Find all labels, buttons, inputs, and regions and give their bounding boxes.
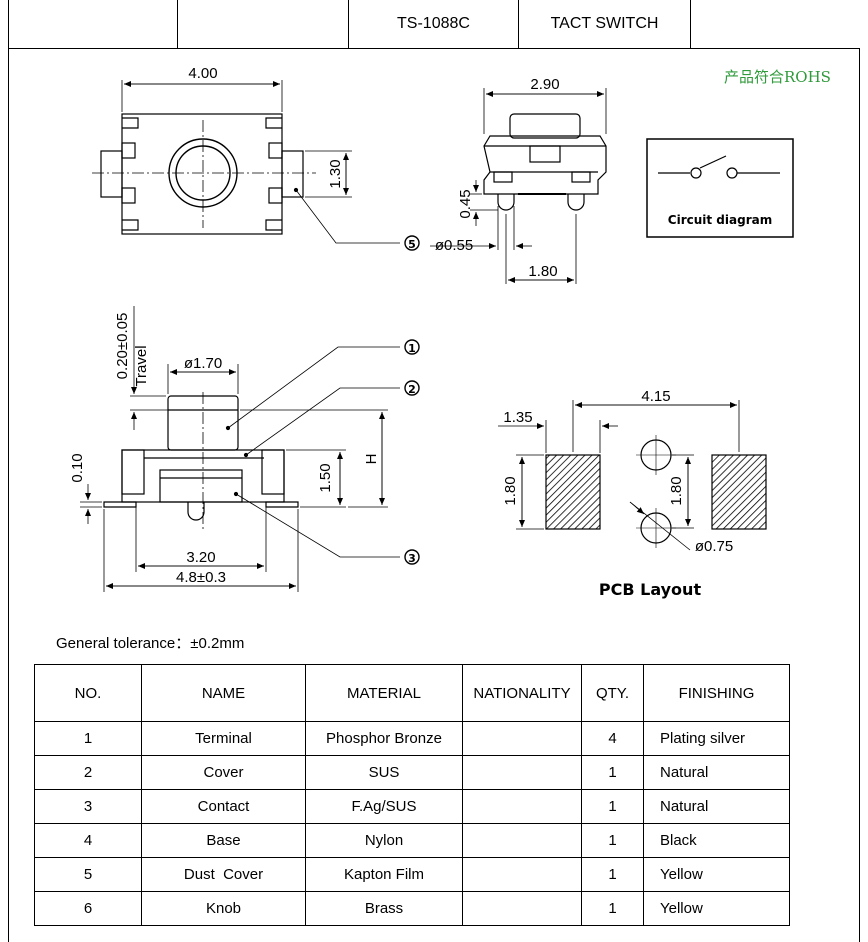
dim-pcb-dia: ø0.75 bbox=[695, 538, 733, 555]
col-qty: QTY. bbox=[581, 664, 644, 722]
callout-2: 2 bbox=[404, 380, 420, 396]
cell-nationality bbox=[462, 721, 582, 756]
cell-finishing: Natural bbox=[643, 755, 790, 790]
dim-side-045: 0.45 bbox=[457, 189, 474, 218]
top-view bbox=[92, 80, 400, 244]
dim-side-dia: ø0.55 bbox=[435, 237, 473, 254]
dim-side-width: 2.90 bbox=[530, 76, 559, 93]
pcb-layout-label: PCB Layout bbox=[599, 580, 702, 599]
cell-no: 5 bbox=[34, 857, 142, 892]
circuit-diagram-label: Circuit diagram bbox=[668, 213, 772, 227]
cell-name: Cover bbox=[141, 755, 306, 790]
table-row: 1 Terminal Phosphor Bronze 4 Plating sil… bbox=[34, 721, 790, 756]
cell-no: 6 bbox=[34, 891, 142, 926]
cell-nationality bbox=[462, 823, 582, 858]
general-tolerance: General tolerance：±0.2mm bbox=[56, 635, 245, 652]
col-name: NAME bbox=[141, 664, 306, 722]
cell-material: Kapton Film bbox=[305, 857, 463, 892]
frame-border-left bbox=[8, 49, 9, 942]
callout-3: 3 bbox=[404, 549, 420, 565]
cell-no: 2 bbox=[34, 755, 142, 790]
dim-front-010: 0.10 bbox=[69, 453, 86, 482]
svg-text:1: 1 bbox=[408, 342, 416, 355]
dim-pcb-180-left: 1.80 bbox=[502, 476, 519, 505]
cell-material: Nylon bbox=[305, 823, 463, 858]
callout-5: 5 bbox=[404, 235, 420, 251]
dim-travel: 0.20±0.05 bbox=[114, 313, 131, 380]
cell-no: 1 bbox=[34, 721, 142, 756]
dim-side-pitch: 1.80 bbox=[528, 263, 557, 280]
cell-name: Contact bbox=[141, 789, 306, 824]
table-row: 5 Dust Cover Kapton Film 1 Yellow bbox=[34, 857, 790, 892]
title-cell-1 bbox=[9, 0, 178, 48]
svg-text:5: 5 bbox=[408, 238, 416, 251]
cell-material: SUS bbox=[305, 755, 463, 790]
table-row: 2 Cover SUS 1 Natural bbox=[34, 755, 790, 790]
cell-finishing: Black bbox=[643, 823, 790, 858]
cell-qty: 1 bbox=[581, 823, 644, 858]
dim-front-48: 4.8±0.3 bbox=[176, 569, 226, 586]
bom-table: NO. NAME MATERIAL NATIONALITY QTY. FINIS… bbox=[34, 664, 790, 926]
cell-finishing: Natural bbox=[643, 789, 790, 824]
cell-name: Knob bbox=[141, 891, 306, 926]
dim-front-320: 3.20 bbox=[186, 549, 215, 566]
dim-front-h: H bbox=[363, 454, 380, 465]
dim-pcb-180-right: 1.80 bbox=[668, 476, 685, 505]
svg-text:3: 3 bbox=[408, 552, 416, 565]
cell-no: 3 bbox=[34, 789, 142, 824]
cell-name: Base bbox=[141, 823, 306, 858]
cell-finishing: Yellow bbox=[643, 857, 790, 892]
cell-qty: 1 bbox=[581, 857, 644, 892]
title-block: TS-1088C TACT SWITCH bbox=[8, 0, 860, 49]
dim-top-height: 1.30 bbox=[327, 159, 344, 188]
cell-nationality bbox=[462, 789, 582, 824]
cell-nationality bbox=[462, 857, 582, 892]
rohs-note: 产品符合ROHS bbox=[724, 68, 831, 86]
side-view bbox=[430, 88, 607, 284]
part-number: TS-1088C bbox=[349, 0, 519, 48]
cell-qty: 4 bbox=[581, 721, 644, 756]
col-no: NO. bbox=[34, 664, 142, 722]
cell-material: Phosphor Bronze bbox=[305, 721, 463, 756]
cell-nationality bbox=[462, 755, 582, 790]
circuit-diagram bbox=[646, 138, 794, 238]
dim-knob-dia: ø1.70 bbox=[184, 355, 222, 372]
table-row: 4 Base Nylon 1 Black bbox=[34, 823, 790, 858]
col-nationality: NATIONALITY bbox=[462, 664, 582, 722]
cell-name: Dust Cover bbox=[141, 857, 306, 892]
pcb-layout bbox=[498, 400, 767, 551]
col-finishing: FINISHING bbox=[643, 664, 790, 722]
table-row: 3 Contact F.Ag/SUS 1 Natural bbox=[34, 789, 790, 824]
callout-1: 1 bbox=[404, 339, 420, 355]
title-cell-2 bbox=[178, 0, 349, 48]
cell-no: 4 bbox=[34, 823, 142, 858]
svg-text:2: 2 bbox=[408, 383, 416, 396]
front-view bbox=[80, 306, 400, 592]
dim-pcb-415: 4.15 bbox=[641, 388, 670, 405]
cell-qty: 1 bbox=[581, 891, 644, 926]
table-row: 6 Knob Brass 1 Yellow bbox=[34, 891, 790, 926]
dim-travel-word: Travel bbox=[133, 345, 150, 386]
col-material: MATERIAL bbox=[305, 664, 463, 722]
cell-nationality bbox=[462, 891, 582, 926]
dim-top-width: 4.00 bbox=[188, 65, 217, 82]
cell-material: Brass bbox=[305, 891, 463, 926]
part-title: TACT SWITCH bbox=[519, 0, 691, 48]
cell-qty: 1 bbox=[581, 755, 644, 790]
cell-finishing: Plating silver bbox=[643, 721, 790, 756]
cell-finishing: Yellow bbox=[643, 891, 790, 926]
cell-material: F.Ag/SUS bbox=[305, 789, 463, 824]
cell-qty: 1 bbox=[581, 789, 644, 824]
cell-name: Terminal bbox=[141, 721, 306, 756]
frame-border-right bbox=[859, 49, 860, 942]
dim-front-150: 1.50 bbox=[317, 463, 334, 492]
dim-pcb-135: 1.35 bbox=[503, 409, 532, 426]
table-header-row: NO. NAME MATERIAL NATIONALITY QTY. FINIS… bbox=[34, 664, 790, 722]
mechanical-drawing: 5 1 2 3 4.00 1.30 2.90 0.45 ø0.55 1.80 0… bbox=[69, 65, 794, 599]
